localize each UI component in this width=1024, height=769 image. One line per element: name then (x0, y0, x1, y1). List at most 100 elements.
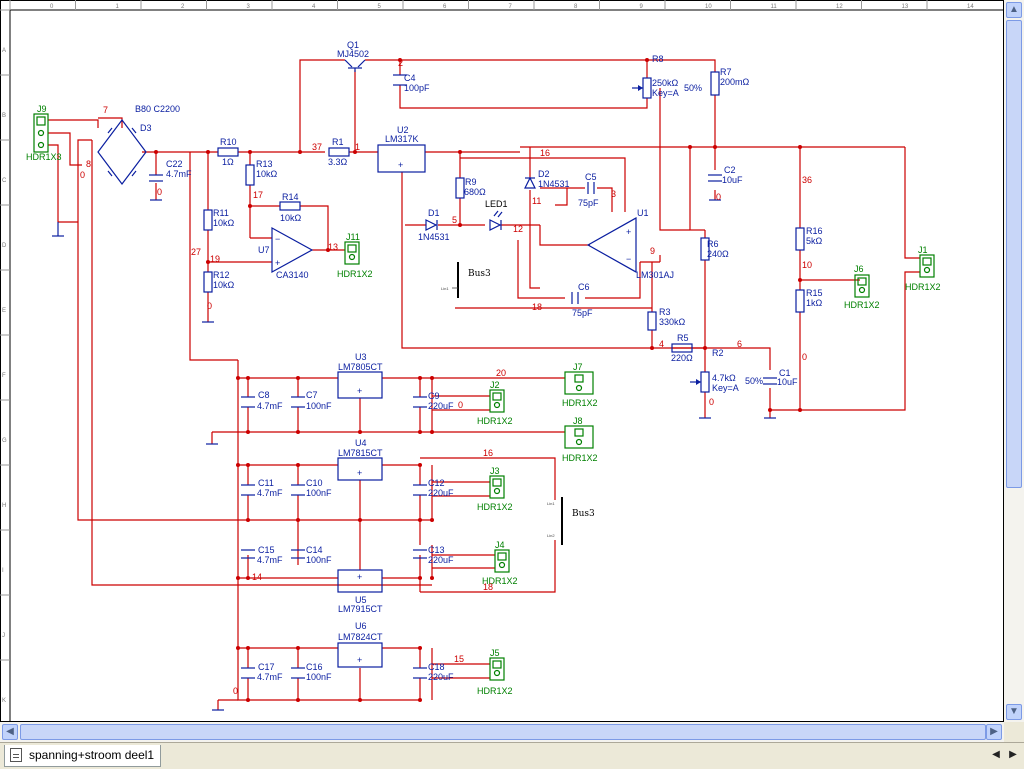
j2-header[interactable] (489, 389, 505, 413)
j3-header[interactable] (489, 475, 505, 499)
r16-resistor[interactable] (795, 227, 805, 251)
c6-capacitor[interactable] (571, 292, 579, 304)
scrollbar-corner (1004, 722, 1024, 742)
j3-value: HDR1X2 (477, 502, 513, 512)
c5-capacitor[interactable] (587, 182, 595, 194)
r9-resistor[interactable] (455, 177, 465, 199)
u7-opamp[interactable]: −+ (271, 226, 314, 274)
r8-key: Key=A (652, 88, 679, 98)
j8-header[interactable] (564, 425, 594, 449)
ruler-column-label: 10 (705, 4, 712, 10)
r13-resistor[interactable] (245, 164, 255, 186)
u2-regulator[interactable]: + (377, 144, 426, 173)
tab-prev-icon[interactable]: ◀ (992, 749, 1000, 760)
c6-value: 75pF (572, 308, 593, 318)
c18-ref: C18 (428, 662, 445, 672)
horizontal-scroll-thumb[interactable] (20, 724, 986, 740)
j1-header[interactable] (919, 254, 935, 278)
scroll-left-button[interactable]: ◀ (2, 724, 18, 740)
component-symbols[interactable]: −+ + (33, 59, 935, 711)
j6-header[interactable] (854, 274, 870, 298)
led1-led[interactable] (489, 210, 503, 231)
r15-resistor[interactable] (795, 289, 805, 313)
r14-value: 10kΩ (280, 213, 302, 223)
d1-value: 1N4531 (418, 232, 450, 242)
j4-value: HDR1X2 (482, 576, 518, 586)
r15-ref: R15 (806, 288, 823, 298)
c4-capacitor[interactable] (393, 74, 407, 86)
r16-ref: R16 (806, 226, 823, 236)
bus-port-upper[interactable]: Lin1 (441, 262, 459, 298)
tab-next-icon[interactable]: ▶ (1009, 749, 1017, 760)
sheet-tab[interactable]: spanning+stroom deel1 (4, 745, 162, 767)
j4-ref: J4 (495, 540, 505, 550)
u4-value: LM7815CT (338, 448, 383, 458)
u5-ref: U5 (355, 595, 367, 605)
u5-regulator[interactable]: + (337, 569, 383, 593)
svg-text:−: − (626, 254, 631, 264)
r2-potentiometer[interactable] (690, 371, 710, 393)
j2-value: HDR1X2 (477, 416, 513, 426)
net-label: 36 (802, 175, 812, 185)
scroll-down-button[interactable]: ▼ (1006, 704, 1022, 720)
j5-header[interactable] (489, 657, 505, 681)
vertical-scrollbar[interactable]: ▲ ▼ (1004, 0, 1024, 722)
junctions (154, 58, 802, 702)
j4-header[interactable] (494, 549, 510, 573)
r3-resistor[interactable] (647, 311, 657, 331)
r1-resistor[interactable] (328, 147, 350, 157)
j11-header[interactable] (344, 241, 360, 265)
d3-bridge-rectifier[interactable] (97, 119, 147, 185)
d3-value: B80 C2200 (135, 104, 180, 114)
net-label: 3 (611, 189, 616, 199)
horizontal-scrollbar[interactable]: ◀ ▶ (0, 722, 1004, 742)
r13-value: 10kΩ (256, 169, 278, 179)
j7-value: HDR1X2 (562, 398, 598, 408)
c2-value: 10uF (722, 175, 743, 185)
r2-value: 4.7kΩ (712, 373, 736, 383)
scroll-up-button[interactable]: ▲ (1006, 2, 1022, 18)
r6-resistor[interactable] (700, 237, 710, 261)
ruler-column-label: 6 (443, 4, 447, 10)
r12-value: 10kΩ (213, 280, 235, 290)
c22-capacitor[interactable] (149, 174, 163, 182)
scroll-right-button[interactable]: ▶ (986, 724, 1002, 740)
u4-regulator[interactable]: + (337, 457, 383, 481)
u3-regulator[interactable]: + (337, 371, 383, 399)
u6-regulator[interactable]: + (337, 642, 383, 668)
svg-text:+: + (398, 160, 403, 170)
ruler-row-label: G (2, 438, 7, 444)
j9-header[interactable] (33, 113, 49, 153)
vertical-scroll-thumb[interactable] (1006, 20, 1022, 488)
c2-capacitor[interactable] (708, 174, 722, 182)
ruler-row-label: J (2, 633, 5, 639)
r12-resistor[interactable] (203, 271, 213, 293)
c18-value: 220uF (428, 672, 454, 682)
r8-value: 250kΩ (652, 78, 679, 88)
j7-header[interactable] (564, 371, 594, 395)
u1-ref: U1 (637, 208, 649, 218)
u7-value: CA3140 (276, 270, 309, 280)
r14-resistor[interactable] (279, 201, 301, 211)
d1-diode[interactable] (425, 219, 438, 231)
c7-ref: C7 (306, 390, 318, 400)
u7-ref: U7 (258, 245, 270, 255)
r5-resistor[interactable] (671, 343, 693, 353)
ruler-column-label: 5 (378, 4, 382, 10)
r8-potentiometer[interactable] (632, 77, 652, 99)
r7-resistor[interactable] (710, 71, 720, 96)
c1-capacitor[interactable] (763, 377, 777, 385)
d2-diode[interactable] (524, 176, 536, 189)
q1-transistor[interactable] (344, 59, 366, 72)
u1-opamp[interactable]: +− (586, 216, 637, 274)
r11-resistor[interactable] (203, 209, 213, 231)
j9-ref: J9 (37, 104, 47, 114)
regulator-capacitors[interactable] (241, 396, 427, 679)
svg-text:+: + (357, 468, 362, 478)
net-label: 0 (80, 170, 85, 180)
d2-value: 1N4531 (538, 179, 570, 189)
r10-resistor[interactable] (217, 147, 239, 157)
